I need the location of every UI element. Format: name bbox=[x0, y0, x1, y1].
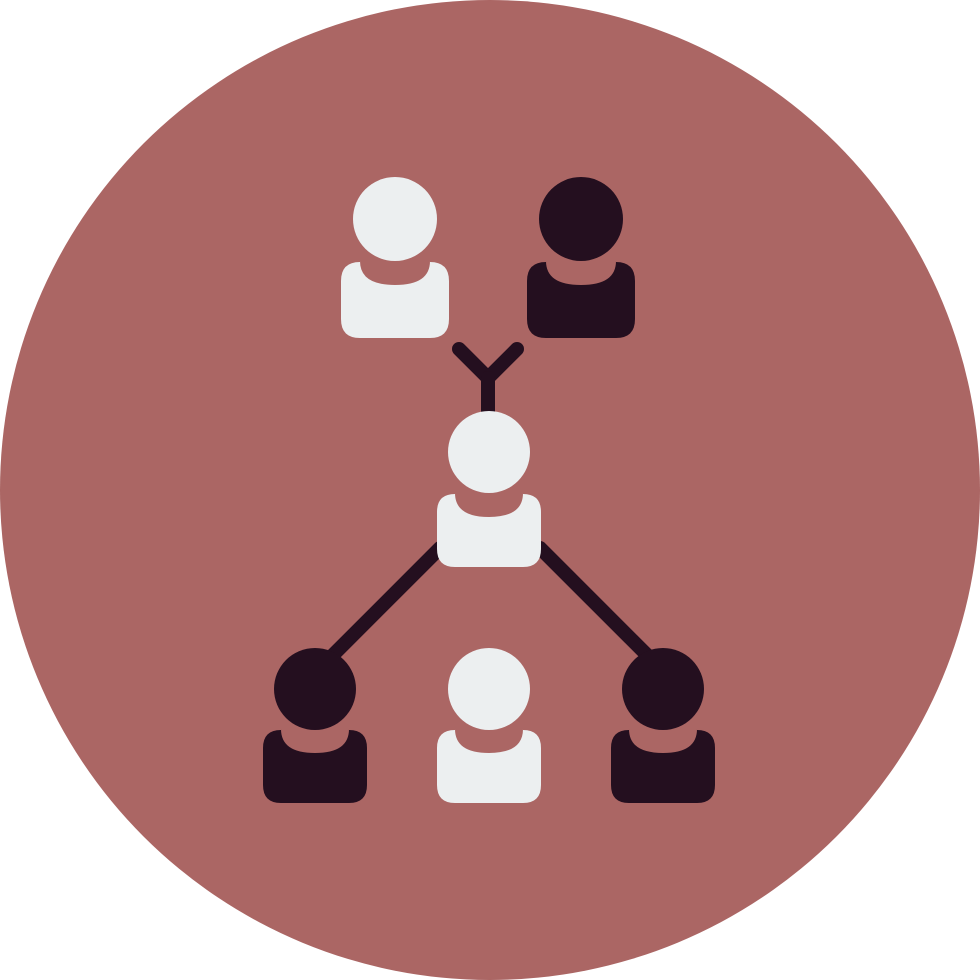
person-top-right-icon bbox=[527, 177, 635, 338]
person-bottom-left-icon bbox=[263, 648, 367, 803]
person-center-icon bbox=[437, 411, 541, 567]
person-top-left-icon bbox=[341, 177, 449, 338]
branch-connector-left bbox=[318, 541, 447, 670]
connector-lines bbox=[318, 342, 662, 670]
person-bottom-center-icon bbox=[437, 648, 541, 803]
person-bottom-right-icon bbox=[611, 648, 715, 803]
branch-connector-right bbox=[533, 541, 662, 670]
